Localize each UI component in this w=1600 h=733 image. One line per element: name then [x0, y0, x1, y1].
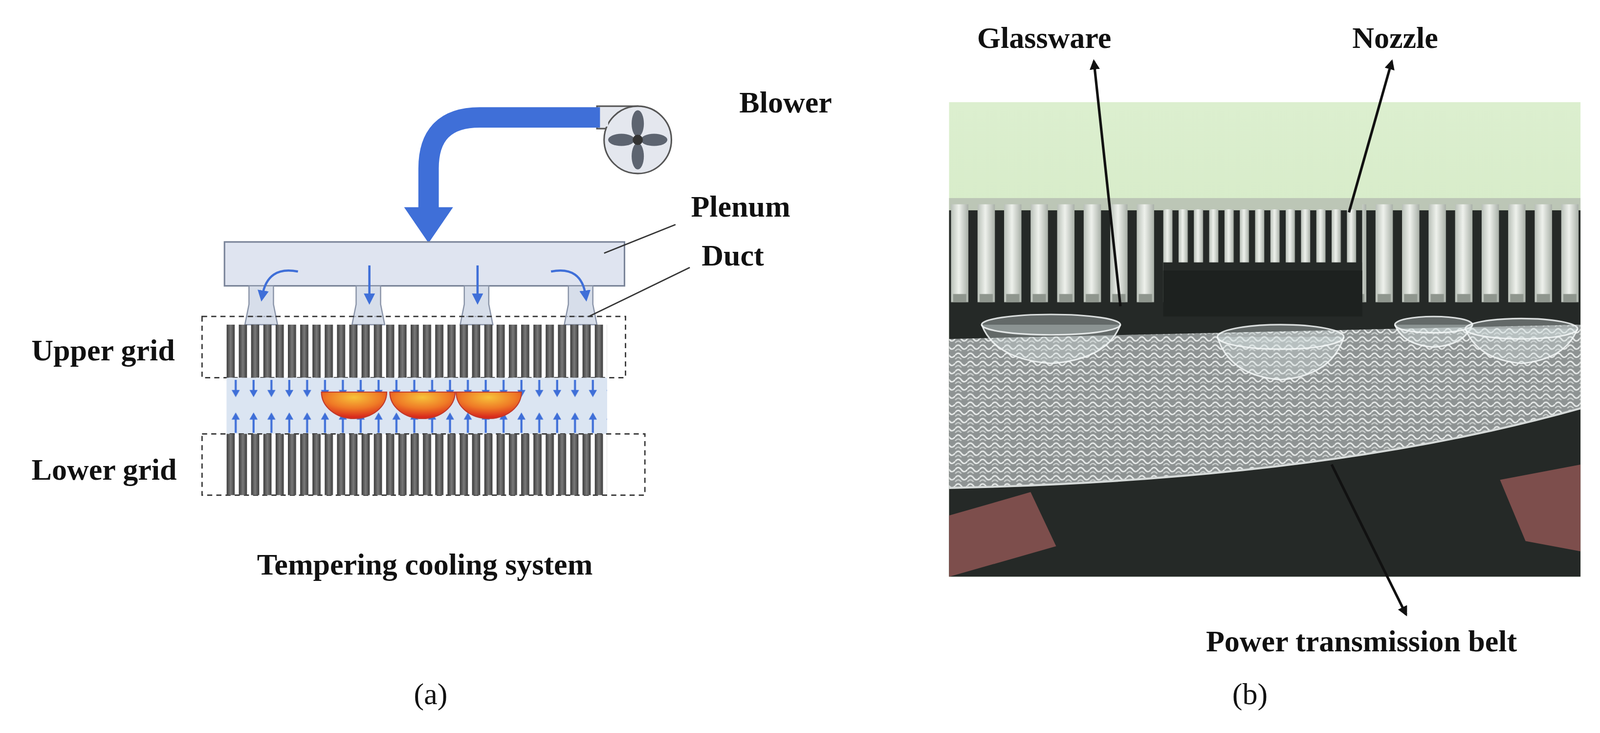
- leader-arrows: [1094, 61, 1407, 615]
- photo: [948, 102, 1581, 577]
- cooling-zone: [226, 377, 608, 434]
- glass-bowls: [981, 314, 1578, 380]
- plenum-flow-arrows: [262, 265, 586, 300]
- part-label: Blower: [739, 85, 832, 119]
- lower-grid-bars: [226, 433, 608, 495]
- part-label: Nozzle: [1352, 21, 1439, 55]
- panel-label: (a): [414, 677, 448, 711]
- lower-grid-frame: [201, 433, 645, 495]
- blower: [596, 106, 672, 174]
- leader-lines: [588, 224, 690, 317]
- air-flow-arrow: [428, 117, 601, 210]
- upper-grid-frame: [201, 316, 626, 378]
- part-label: Duct: [701, 238, 764, 272]
- part-label: Glassware: [977, 21, 1112, 55]
- part-label: Lower grid: [31, 452, 177, 486]
- mesh-belt: [948, 324, 1581, 488]
- fan-blades: [608, 109, 668, 170]
- ducts: [244, 285, 597, 325]
- upper-grid-bars: [226, 324, 608, 378]
- part-label: Plenum: [690, 189, 790, 223]
- part-label: Upper grid: [31, 333, 175, 367]
- glassware-bowls: [321, 392, 522, 419]
- part-label: Tempering cooling system: [257, 547, 593, 581]
- part-label: Power transmission belt: [1205, 624, 1517, 658]
- air-flow-arrowhead: [404, 207, 454, 243]
- plenum-box: [224, 241, 625, 286]
- panel-label: (b): [1232, 677, 1268, 711]
